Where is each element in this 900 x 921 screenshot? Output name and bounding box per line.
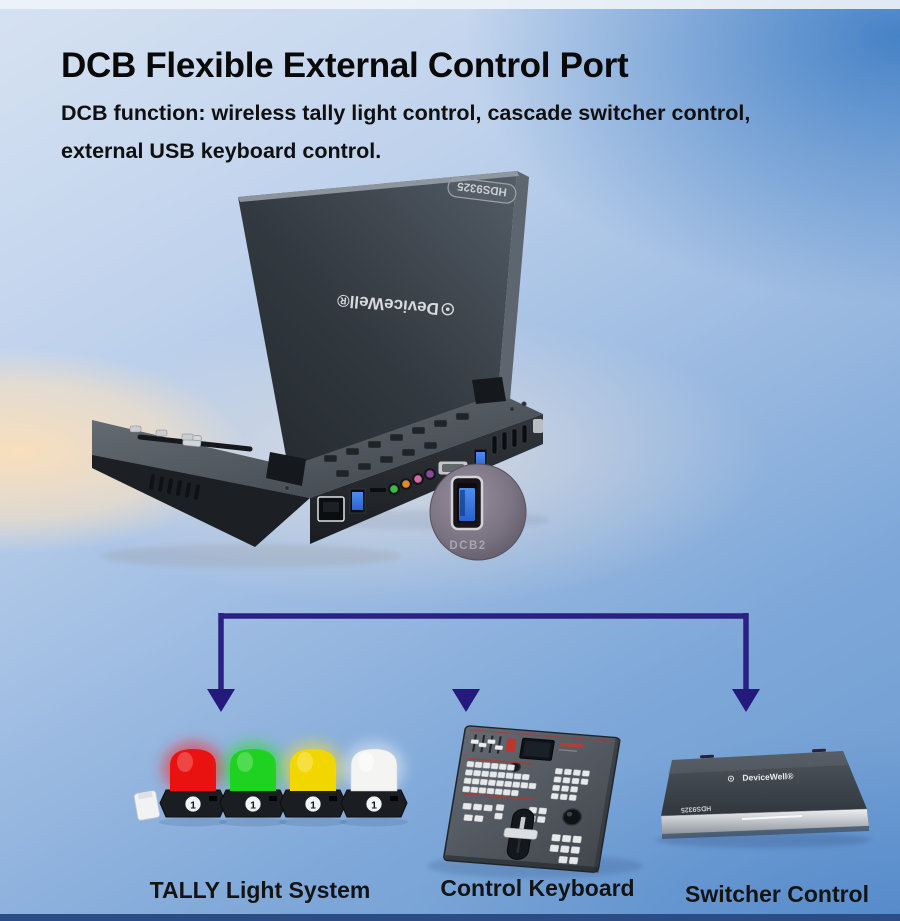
subtitle-line-1: DCB function: wireless tally light contr… [61,101,751,125]
bottom-edge-strip [0,914,900,921]
base-deck [92,393,543,498]
tally-unit-number: 1 [310,800,316,812]
tally-dome-green [230,749,276,791]
arrow-down-icon [452,689,480,712]
tally-unit: 1 [279,741,347,818]
tally-dome-white [350,748,398,792]
caption-tally-light-system: TALLY Light System [149,877,371,903]
sd-card-slot [370,488,386,492]
switcher-brand-logo: DeviceWell® [727,771,794,783]
brand-mark-icon [441,303,454,316]
hinge-bump [700,754,715,759]
dcb2-port-badge: DCB2 [429,463,527,561]
arrow-down-icon [732,689,760,712]
dcb2-label: DCB2 [449,540,486,552]
usb-port [349,488,366,514]
dcb-port-row [491,424,528,455]
top-edge-strip [0,0,900,9]
usb-dongle [133,790,161,821]
switcher-lid-sheen [668,751,848,774]
switcher-control-device: DeviceWell® HDS9325 [655,748,871,848]
tally-light-system: 1 1 1 [133,741,408,827]
device-shadow [100,544,400,568]
control-keyboard [427,725,643,878]
tally-unit: 1 [340,741,408,818]
arrow-down-icon [207,689,235,712]
lid-model-badge: HDS9325 [447,177,517,204]
vent-grille [148,474,201,500]
switcher-brand-label: DeviceWell® [742,771,794,783]
caption-control-keyboard: Control Keyboard [440,875,635,901]
t-bar-fader [503,808,538,860]
device-lid [238,171,517,467]
hinge-bump [812,748,827,753]
rear-io-panel [310,414,543,544]
switcher-model-label: HDS9325 [680,804,711,813]
page-title: DCB Flexible External Control Port [61,46,629,85]
ethernet-port [317,496,345,522]
usb-port-graphic [450,475,484,531]
caption-switcher-control: Switcher Control [684,881,869,907]
panel-screws [284,401,527,491]
tally-unit-number: 1 [250,800,256,812]
deck-caps [129,425,194,441]
tally-unit: 1 [159,741,227,818]
base-front-face [92,455,310,547]
hdmi-port [533,419,543,433]
tally-dome-yellow [290,749,336,791]
io-ports [284,401,543,522]
keyboard-brand-logo [559,742,584,748]
keyboard-faders [470,734,517,754]
lid-top-highlight [238,171,519,202]
switcher-base-shadow [662,826,869,839]
subtitle-line-2: external USB keyboard control. [61,139,382,163]
switcher-latch [741,815,803,820]
audio-jacks [388,468,436,495]
brand-mark-icon [445,307,450,312]
tally-unit-number: 1 [190,800,196,812]
connector-arrows [207,556,760,712]
hinge-right [472,377,506,404]
keyboard-buttons [462,760,590,865]
tally-unit-number: 1 [371,800,377,812]
switcher-lid [661,751,867,816]
lid-edge [498,171,529,400]
tally-dome-red [170,749,216,791]
switcher-model-badge: HDS9325 [680,804,711,813]
hinge-left [266,452,306,486]
tally-unit: 1 [219,741,287,818]
deck-buttons [323,412,470,478]
